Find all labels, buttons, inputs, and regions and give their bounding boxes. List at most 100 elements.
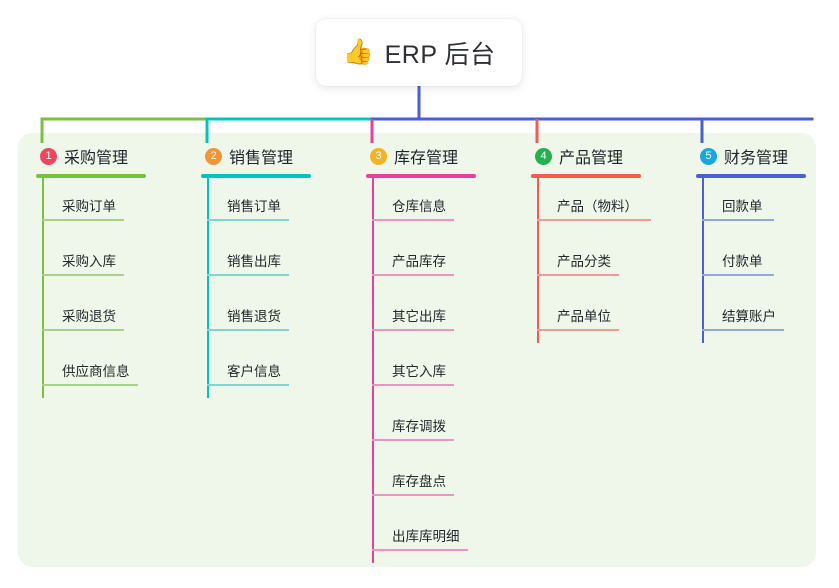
root-node[interactable]: 👍 ERP 后台 [316,19,522,86]
leaf-rule [537,274,619,276]
column-5: 5 财务管理回款单付款单结算账户 [696,143,806,343]
number-badge-icon: 3 [370,147,387,165]
leaf-list: 回款单付款单结算账户 [696,178,806,343]
leaf-item[interactable]: 客户信息 [201,343,311,398]
leaf-spine [372,178,374,563]
column-header-2[interactable]: 2 销售管理 [201,143,311,169]
leaf-rule [372,274,454,276]
leaf-item[interactable]: 采购退货 [36,288,146,343]
leaf-rule [702,274,774,276]
leaf-label: 销售退货 [227,309,281,324]
leaf-label: 产品分类 [557,254,611,269]
leaf-item[interactable]: 采购订单 [36,178,146,233]
leaf-rule [42,329,124,331]
column-header-rule [696,174,806,178]
leaf-label: 产品（物料） [557,199,638,214]
column-header-rule [201,174,311,178]
leaf-rule [702,329,784,331]
column-4: 4 产品管理产品（物料） 产品分类产品单位 [531,143,651,343]
leaf-list: 仓库信息产品库存其它出库其它入库库存调拨库存盘点出库库明细 [366,178,476,563]
column-header-3[interactable]: 3 库存管理 [366,143,476,169]
column-3: 3 库存管理仓库信息产品库存其它出库其它入库库存调拨库存盘点出库库明细 [366,143,476,563]
leaf-label: 客户信息 [227,364,281,379]
column-header-rule [531,174,641,178]
leaf-rule [42,384,138,386]
leaf-item[interactable]: 库存调拨 [366,398,476,453]
leaf-label: 结算账户 [722,309,776,324]
leaf-item[interactable]: 采购入库 [36,233,146,288]
leaf-label: 其它入库 [392,364,446,379]
leaf-spine [207,178,209,398]
leaf-label: 其它出库 [392,309,446,324]
leaf-item[interactable]: 产品（物料） [531,178,651,233]
leaf-item[interactable]: 出库库明细 [366,508,476,563]
leaf-rule [372,384,454,386]
leaf-label: 库存调拨 [392,419,446,434]
leaf-item[interactable]: 库存盘点 [366,453,476,508]
leaf-label: 销售出库 [227,254,281,269]
leaf-label: 付款单 [722,254,763,269]
leaf-rule [372,329,454,331]
leaf-list: 产品（物料） 产品分类产品单位 [531,178,651,343]
leaf-rule [207,219,289,221]
leaf-item[interactable]: 仓库信息 [366,178,476,233]
number-badge-icon: 2 [205,147,222,165]
leaf-rule [372,549,468,551]
leaf-rule [372,494,454,496]
leaf-item[interactable]: 产品单位 [531,288,641,343]
leaf-rule [372,439,454,441]
leaf-label: 仓库信息 [392,199,446,214]
leaf-label: 出库库明细 [392,529,460,544]
leaf-item[interactable]: 产品库存 [366,233,476,288]
leaf-label: 采购退货 [62,309,116,324]
leaf-spine [702,178,704,343]
column-title: 销售管理 [229,150,294,167]
leaf-label: 采购入库 [62,254,116,269]
leaf-rule [42,274,124,276]
column-title: 库存管理 [394,150,459,167]
leaf-rule [702,219,774,221]
leaf-item[interactable]: 供应商信息 [36,343,146,398]
column-title: 财务管理 [724,150,789,167]
column-header-5[interactable]: 5 财务管理 [696,143,806,169]
leaf-item[interactable]: 销售退货 [201,288,311,343]
leaf-item[interactable]: 回款单 [696,178,806,233]
leaf-item[interactable]: 结算账户 [696,288,806,343]
leaf-item[interactable]: 其它入库 [366,343,476,398]
leaf-rule [537,329,619,331]
leaf-spine [42,178,44,398]
leaf-list: 采购订单采购入库采购退货供应商信息 [36,178,146,398]
leaf-rule [537,219,651,221]
leaf-label: 产品单位 [557,309,611,324]
column-title: 采购管理 [64,150,129,167]
leaf-item[interactable]: 其它出库 [366,288,476,343]
leaf-item[interactable]: 销售出库 [201,233,311,288]
leaf-item[interactable]: 销售订单 [201,178,311,233]
leaf-item[interactable]: 产品分类 [531,233,641,288]
leaf-rule [207,384,289,386]
leaf-label: 采购订单 [62,199,116,214]
leaf-label: 库存盘点 [392,474,446,489]
column-header-rule [366,174,476,178]
column-header-1[interactable]: 1 采购管理 [36,143,146,169]
leaf-rule [207,274,289,276]
column-header-4[interactable]: 4 产品管理 [531,143,641,169]
column-title: 产品管理 [559,150,624,167]
leaf-item[interactable]: 付款单 [696,233,806,288]
number-badge-icon: 1 [40,147,57,165]
column-2: 2 销售管理销售订单销售出库销售退货客户信息 [201,143,311,398]
column-1: 1 采购管理采购订单采购入库采购退货供应商信息 [36,143,146,398]
leaf-label: 供应商信息 [62,364,130,379]
number-badge-icon: 4 [535,147,552,165]
leaf-rule [207,329,289,331]
leaf-rule [42,219,124,221]
root-title: ERP 后台 [384,40,496,69]
thumbs-up-icon: 👍 [342,38,374,66]
leaf-list: 销售订单销售出库销售退货客户信息 [201,178,311,398]
leaf-label: 产品库存 [392,254,446,269]
number-badge-icon: 5 [700,147,717,165]
leaf-spine [537,178,539,343]
leaf-rule [372,219,454,221]
